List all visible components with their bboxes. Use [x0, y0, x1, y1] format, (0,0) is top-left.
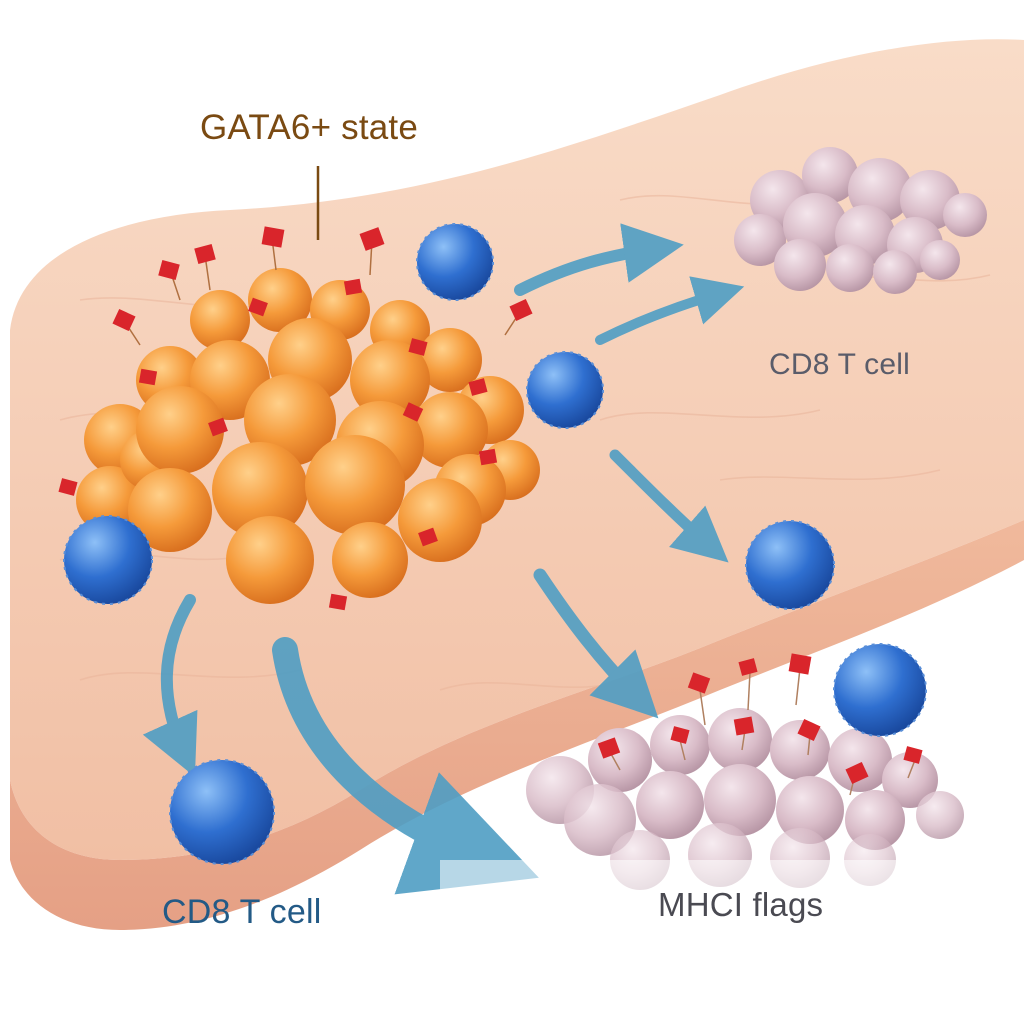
bottom-fade: [440, 860, 1024, 1024]
t-cell-bottom-left: [169, 759, 275, 865]
mhci-flags-label: MHCI flags: [658, 886, 824, 923]
dormant-cell-cluster-bottom: [526, 708, 964, 890]
t-cell-middle: [526, 351, 604, 429]
migration-arrows: [142, 223, 745, 895]
dormant-cell-cluster-top: [734, 147, 987, 294]
gata6-state-label: GATA6+ state: [200, 108, 419, 147]
mhci-flags-tumor: [58, 226, 533, 611]
t-cell-left: [63, 515, 153, 605]
cd8-t-cells: [63, 223, 927, 865]
t-cell-bottom-right: [833, 643, 927, 737]
t-cell-right: [745, 520, 835, 610]
cd8-t-cell-label-right: CD8 T cell: [769, 348, 910, 381]
mhci-flag-markers-bottom: [597, 653, 923, 785]
t-cell-top: [416, 223, 494, 301]
cd8-t-cell-label-bottom: CD8 T cell: [162, 893, 322, 931]
